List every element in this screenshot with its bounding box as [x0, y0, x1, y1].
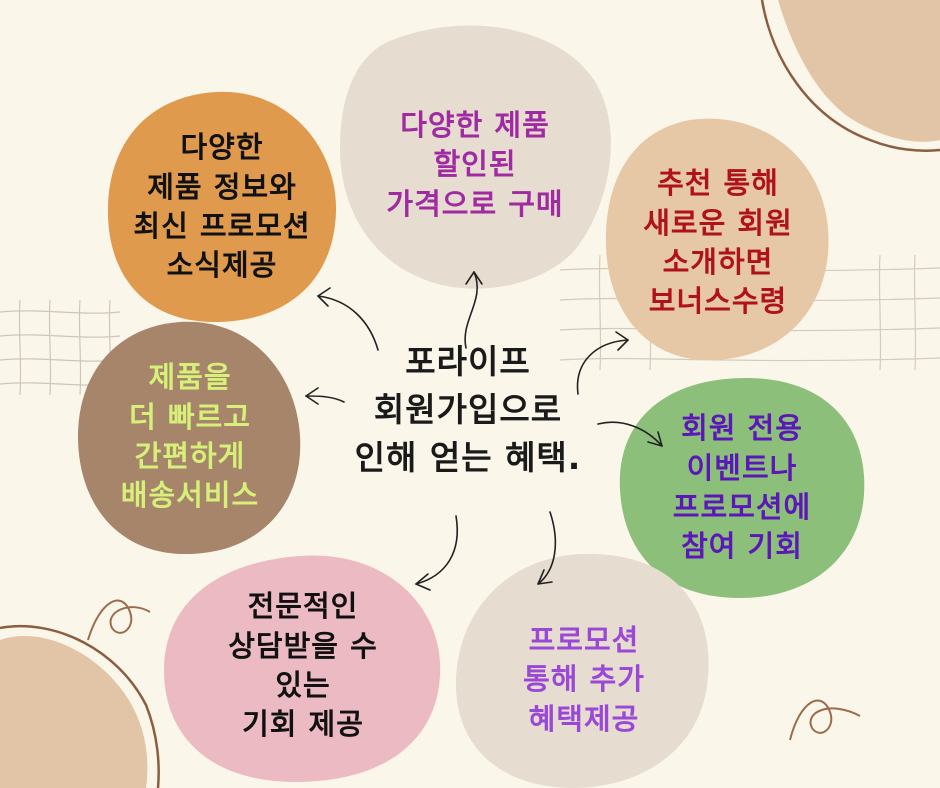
arrow-to-fast-delivery	[305, 395, 345, 403]
node-extra-benefits-line: 프로모션	[528, 622, 640, 657]
arrow-to-extra-benefits	[537, 511, 557, 585]
node-member-events-line: 회원 전용	[681, 411, 803, 446]
arrow-to-consultation	[415, 515, 458, 585]
node-blob-discount-purchase	[340, 25, 611, 289]
arrow-to-referral-bonus	[576, 339, 629, 395]
squiggle-left	[87, 599, 151, 641]
center-title-line: 회원가입으로	[373, 389, 563, 429]
node-referral-bonus-line: 새로운 회원	[643, 205, 793, 240]
center-title-line: 인해 얻는 혜택.	[354, 437, 582, 477]
node-product-info-line: 소식제공	[166, 248, 278, 283]
corner-blob-top-right	[778, 0, 940, 142]
node-blob-fast-delivery	[78, 321, 301, 555]
node-fast-delivery-line: 배송서비스	[120, 478, 260, 513]
corner-line-top-right	[760, 0, 940, 152]
node-referral-bonus-line: 추천 통해	[657, 166, 779, 201]
node-consultation-line: 있는	[275, 668, 331, 702]
node-blob-member-events	[619, 378, 865, 598]
node-blob-extra-benefits	[455, 553, 709, 788]
node-referral-bonus-line: 보너스수령	[648, 284, 788, 319]
node-fast-delivery: 제품을 더 빠르고 간편하게 배송서비스	[82, 326, 298, 548]
arrow-to-member-events	[597, 421, 663, 447]
node-blob-referral-bonus	[605, 118, 829, 361]
node-fast-delivery-line: 간편하게	[134, 439, 246, 473]
node-consultation-line: 상담받을 수	[228, 628, 378, 663]
node-fast-delivery-line: 더 빠르고	[129, 399, 251, 434]
squiggle-right	[789, 699, 861, 741]
corner-blob-bottom-left	[0, 635, 148, 788]
node-member-events-line: 이벤트나	[686, 450, 798, 485]
node-fast-delivery-line: 제품을	[148, 360, 232, 395]
node-product-info-line: 제품 정보와	[147, 169, 297, 204]
node-discount-purchase-line: 다양한 제품	[400, 107, 550, 142]
corner-line-bottom-left	[0, 624, 160, 788]
arrow-to-discount-purchase	[464, 271, 478, 349]
node-consultation-line: 기회 제공	[242, 707, 364, 742]
node-referral-bonus: 추천 통해 새로운 회원 소개하면 보너스수령	[610, 134, 826, 352]
node-blob-product-info	[107, 91, 337, 322]
node-extra-benefits: 프로모션 통해 추가 혜택제공	[468, 590, 700, 770]
node-product-info-line: 최신 프로모션	[133, 209, 311, 243]
node-member-events-line: 프로모션에	[672, 490, 812, 524]
node-consultation: 전문적인 상담받을 수 있는 기회 제공	[172, 560, 434, 772]
node-product-info: 다양한 제품 정보와 최신 프로모션 소식제공	[108, 96, 336, 318]
node-consultation-line: 전문적인	[247, 589, 359, 624]
node-discount-purchase: 다양한 제품 할인된 가격으로 구매	[350, 80, 600, 250]
node-extra-benefits-line: 혜택제공	[528, 701, 640, 736]
node-referral-bonus-line: 소개하면	[662, 245, 774, 279]
arrow-to-product-info	[317, 295, 379, 351]
center-title-line: 포라이프	[405, 342, 531, 381]
node-discount-purchase-line: 할인된	[433, 147, 517, 182]
center-title: 포라이프 회원가입으로 인해 얻는 혜택.	[318, 338, 618, 482]
node-product-info-line: 다양한	[180, 130, 264, 165]
node-member-events-line: 참여 기회	[681, 529, 803, 564]
node-extra-benefits-line: 통해 추가	[523, 662, 645, 697]
node-discount-purchase-line: 가격으로 구매	[386, 186, 564, 221]
node-blob-consultation	[164, 555, 441, 782]
node-member-events: 회원 전용 이벤트나 프로모션에 참여 기회	[628, 382, 856, 594]
